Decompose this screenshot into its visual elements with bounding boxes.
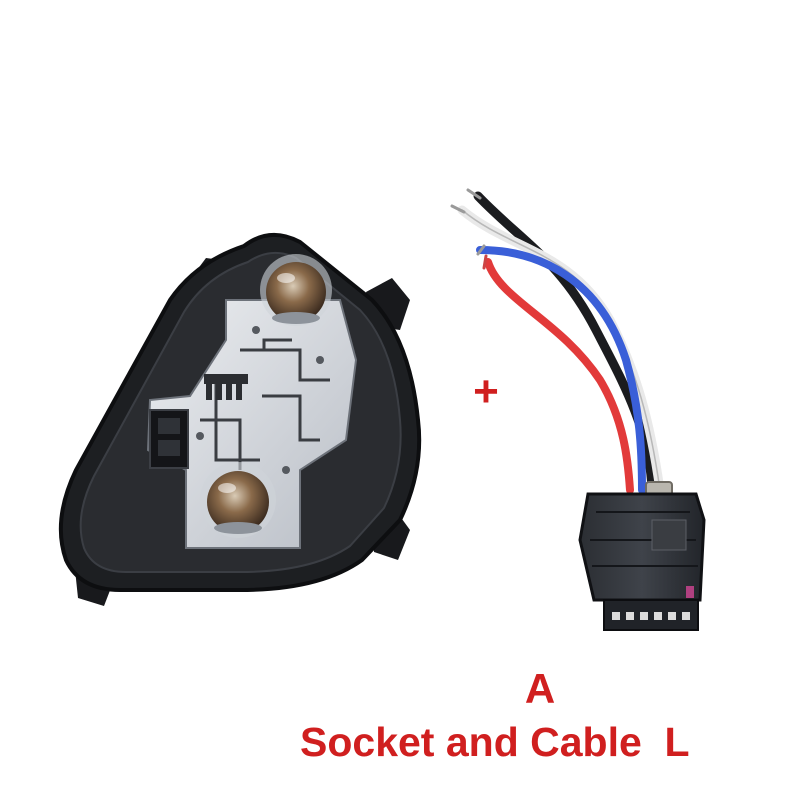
bulb-socket-holder [58,233,422,606]
product-caption: Socket and Cable L [300,719,690,765]
wiring-harness [450,188,665,495]
spring-contact [204,374,248,400]
plus-sign: + [473,367,499,416]
bulb-top [260,254,332,326]
contact-plate [146,299,358,549]
wire-red [484,258,634,494]
variant-letter: A [524,665,556,712]
wire-blue [476,246,646,494]
electrical-connector [578,481,706,631]
bulb-bottom [200,462,276,538]
